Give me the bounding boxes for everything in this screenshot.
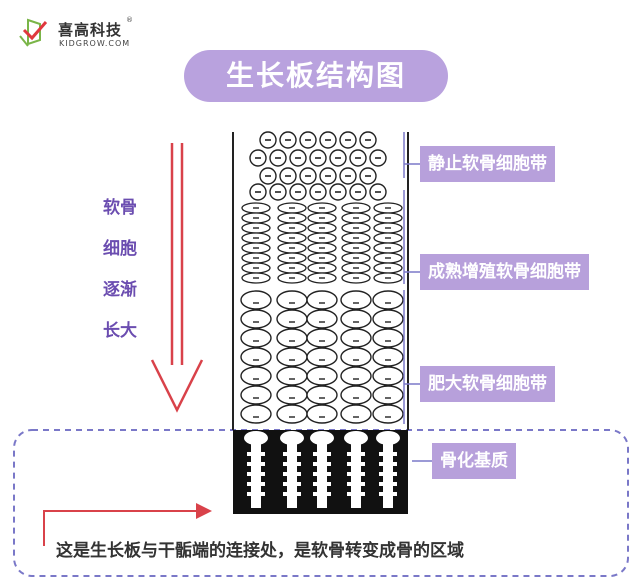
bone-column-cap [244,431,268,445]
bone-column-rib [379,472,397,476]
bone-column-rib [347,462,365,466]
hypertrophic-cell [306,347,338,367]
growth-direction-arrow [150,143,204,413]
label-proliferative-zone: 成熟增殖软骨细胞带 [420,254,589,290]
hypertrophic-cell [240,385,272,405]
growth-text-4: 长大 [103,321,137,341]
bone-column-rib [313,472,331,476]
proliferative-zone-cells [241,202,403,284]
hypertrophic-cell [240,290,272,310]
hypertrophic-cell [276,347,308,367]
bone-column-cap [310,431,334,445]
hypertrophic-cell [240,347,272,367]
bone-column-rib [313,452,331,456]
bone-column-rib [247,492,265,496]
hypertrophic-cell [372,290,404,310]
hypertrophic-cell [306,290,338,310]
brand-logo: 喜高科技 ® KIDGROW.COM [18,16,148,52]
bone-column-rib [379,482,397,486]
brand-name: 喜高科技 [58,21,123,39]
bone-column-rib [347,472,365,476]
label-ossified-matrix: 骨化基质 [432,443,516,479]
bone-column-rib [283,472,301,476]
hypertrophic-cell [306,309,338,329]
bone-column-rib [283,452,301,456]
hypertrophic-cell [340,290,372,310]
plate-walls [232,132,409,430]
hypertrophic-cell [240,366,272,386]
brand-domain: KIDGROW.COM [59,39,131,48]
bone-column-rib [283,482,301,486]
hypertrophic-cell [340,366,372,386]
bone-column-rib [247,472,265,476]
registered-mark: ® [126,16,133,24]
bone-column-rib [347,492,365,496]
hypertrophic-cell [340,347,372,367]
bone-column-cap [376,431,400,445]
hypertrophic-cell [306,328,338,348]
logo-mark-icon [19,18,48,47]
hypertrophic-cell [372,328,404,348]
bone-column-rib [313,462,331,466]
hypertrophic-cell [372,366,404,386]
hypertrophic-cell [276,404,308,424]
hypertrophic-cell [276,328,308,348]
bone-column-rib [379,462,397,466]
bone-column-rib [283,462,301,466]
resting-zone-cells [249,131,387,201]
growth-text-1: 软骨 [103,198,137,218]
growth-text-2: 细胞 [103,239,137,259]
hypertrophic-cell [372,309,404,329]
hypertrophic-cell [340,309,372,329]
hypertrophic-cell [306,404,338,424]
growth-text-3: 逐渐 [103,280,137,300]
bone-column-rib [347,452,365,456]
label-resting-zone: 静止软骨细胞带 [420,146,555,182]
bone-column-cap [344,431,368,445]
hypertrophic-cell [372,347,404,367]
hypertrophic-cell [306,366,338,386]
bone-column-rib [347,482,365,486]
hypertrophic-cell [276,385,308,405]
hypertrophic-cell [276,290,308,310]
bone-column-rib [379,452,397,456]
bone-columns [244,431,400,508]
bone-column-rib [283,492,301,496]
hypertrophic-cell [340,385,372,405]
bone-column-rib [247,482,265,486]
bottom-note: 这是生长板与干骺端的连接处，是软骨转变成骨的区域 [56,541,464,561]
page-title: 生长板结构图 [184,50,448,102]
bottom-arrowhead [196,503,212,519]
hypertrophic-cell [240,328,272,348]
bone-column-rib [313,482,331,486]
bone-column-rib [379,492,397,496]
bottom-pointer-arrow [43,510,196,546]
bone-column-rib [313,492,331,496]
hypertrophic-cell [372,385,404,405]
bone-column-rib [247,452,265,456]
label-hypertrophic-zone: 肥大软骨细胞带 [420,366,555,402]
hypertrophic-cell [340,328,372,348]
bone-column-cap [280,431,304,445]
hypertrophic-cell [276,309,308,329]
bone-column-rib [247,462,265,466]
hypertrophic-cell [306,385,338,405]
hypertrophic-zone-cells [240,290,404,424]
hypertrophic-cell [240,404,272,424]
hypertrophic-cell [276,366,308,386]
hypertrophic-cell [372,404,404,424]
hypertrophic-cell [340,404,372,424]
hypertrophic-cell [240,309,272,329]
